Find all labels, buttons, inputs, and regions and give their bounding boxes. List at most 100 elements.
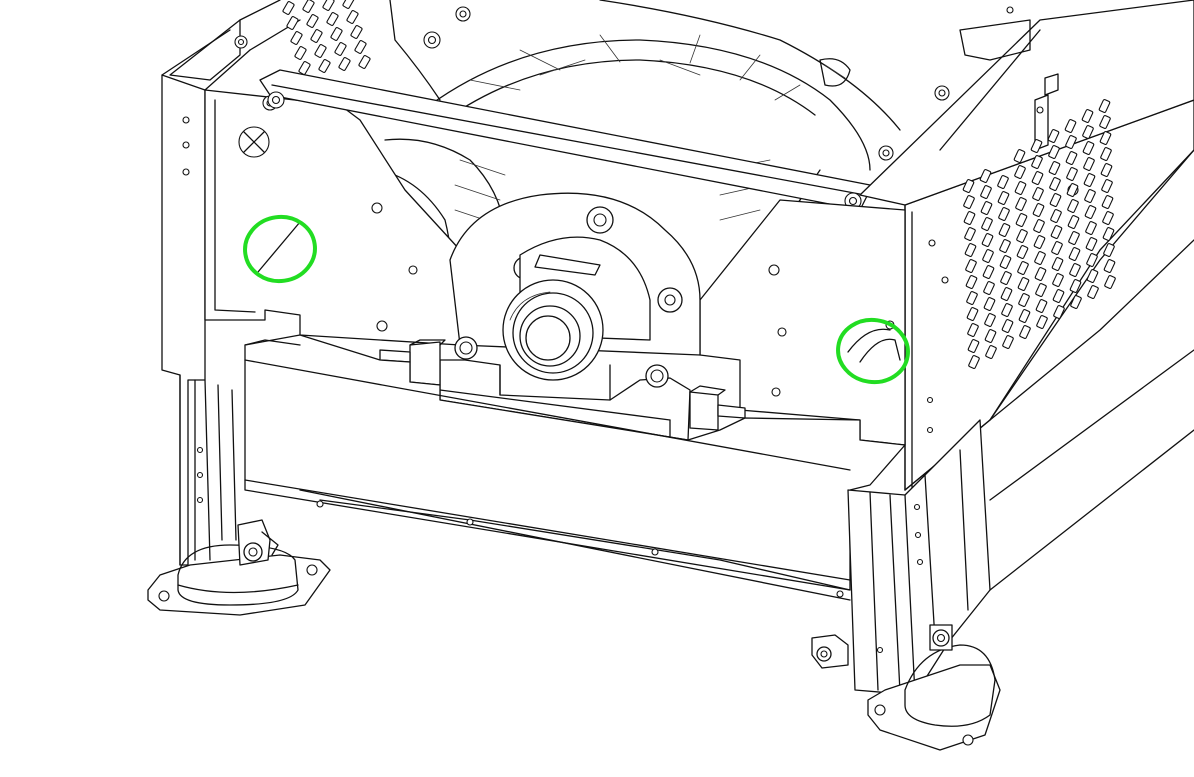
vent-slot <box>1100 163 1113 177</box>
vent-slot <box>1067 199 1079 213</box>
vent-slot <box>1018 293 1030 307</box>
vent-slot <box>350 25 363 39</box>
vent-slot <box>1064 119 1077 133</box>
vent-slot <box>322 0 335 11</box>
vent-slot <box>1035 299 1048 313</box>
vent-slot <box>1015 197 1027 211</box>
vent-slot <box>1000 271 1012 285</box>
vent-slot <box>1086 253 1098 267</box>
vent-slot <box>1066 183 1079 197</box>
vent-slot <box>330 27 343 41</box>
vent-slot <box>999 239 1011 253</box>
right-vent-slots <box>962 99 1116 369</box>
vent-slot <box>983 297 996 311</box>
vent-slot <box>1034 251 1046 265</box>
bearing-assembly <box>379 192 746 441</box>
vent-slot <box>298 61 311 75</box>
vent-slot <box>964 243 977 257</box>
vent-slot <box>1103 259 1116 273</box>
vent-slot <box>997 191 1010 205</box>
vent-slot <box>1050 225 1063 239</box>
vent-slot <box>966 291 978 305</box>
vent-slot <box>1034 267 1047 281</box>
vent-slot <box>1048 145 1060 159</box>
vent-slot <box>998 223 1011 237</box>
vent-slot <box>985 345 997 359</box>
vent-slot <box>962 179 975 193</box>
vent-slot <box>980 201 993 215</box>
vent-slot <box>310 29 323 43</box>
fan-wheel <box>379 0 901 301</box>
vent-slot <box>967 323 979 337</box>
vent-slot <box>1103 243 1115 257</box>
vent-slot <box>1067 215 1080 229</box>
vent-slot <box>998 207 1010 221</box>
vent-slot <box>1081 109 1094 123</box>
vent-slot <box>1065 151 1078 165</box>
vent-slot <box>1002 335 1014 349</box>
vent-slot <box>1099 131 1112 145</box>
vent-slot <box>1083 173 1096 187</box>
vent-slot <box>1083 157 1095 171</box>
left-panel-highlight <box>243 214 317 284</box>
right-panel-highlight <box>836 317 910 385</box>
vent-slot <box>302 0 315 13</box>
vent-slot <box>1014 165 1026 179</box>
vent-slot <box>965 259 977 273</box>
vent-slot <box>1085 221 1097 235</box>
vent-slot <box>964 227 976 241</box>
vent-slot <box>984 329 997 343</box>
vent-slot <box>1049 177 1061 191</box>
vent-slot <box>1019 325 1031 339</box>
vent-slot <box>1032 187 1044 201</box>
vent-slot <box>1082 141 1095 155</box>
vent-slot <box>1016 245 1029 259</box>
vent-slot <box>980 185 992 199</box>
vent-slot <box>1101 179 1113 193</box>
vent-slot <box>1017 277 1030 291</box>
vent-slot <box>314 44 327 58</box>
vent-slot <box>1087 285 1099 299</box>
right-housing <box>859 0 1194 496</box>
vent-slot <box>1084 205 1097 219</box>
vent-slot <box>1050 209 1062 223</box>
base-beam <box>244 334 906 601</box>
vent-slot <box>1102 227 1115 241</box>
vent-slot <box>334 42 347 56</box>
vent-slot <box>282 1 295 15</box>
vent-slot <box>1013 149 1026 163</box>
vent-slot <box>1031 171 1044 185</box>
vent-slot <box>1018 309 1031 323</box>
vent-slot <box>326 12 339 26</box>
vent-slot <box>1099 115 1111 129</box>
vent-slot <box>306 14 319 28</box>
vent-slot <box>318 59 331 73</box>
vent-slot <box>981 217 993 231</box>
support-strap <box>259 69 894 211</box>
vent-slot <box>1051 257 1064 271</box>
vent-slot <box>982 249 994 263</box>
vent-slot <box>1000 287 1013 301</box>
vent-slot <box>1001 303 1013 317</box>
vent-slot <box>1066 167 1078 181</box>
vent-slot <box>982 265 995 279</box>
vent-slot <box>1070 295 1082 309</box>
vent-slot <box>354 40 367 54</box>
vent-slot <box>1047 129 1060 143</box>
vent-slot <box>967 339 980 353</box>
vent-slot <box>290 31 303 45</box>
vent-slot <box>1100 147 1112 161</box>
vent-slot <box>1035 283 1047 297</box>
left-foot <box>147 519 331 616</box>
vent-slot <box>346 10 359 24</box>
vent-slot <box>1069 279 1082 293</box>
vent-slot <box>358 55 371 69</box>
vent-slot <box>1032 203 1045 217</box>
vent-slot <box>1036 315 1048 329</box>
vent-slot <box>968 355 980 369</box>
right-foot <box>811 624 1001 751</box>
vent-slot <box>963 211 976 225</box>
vent-slot <box>1031 155 1043 169</box>
vent-slot <box>1098 99 1111 113</box>
